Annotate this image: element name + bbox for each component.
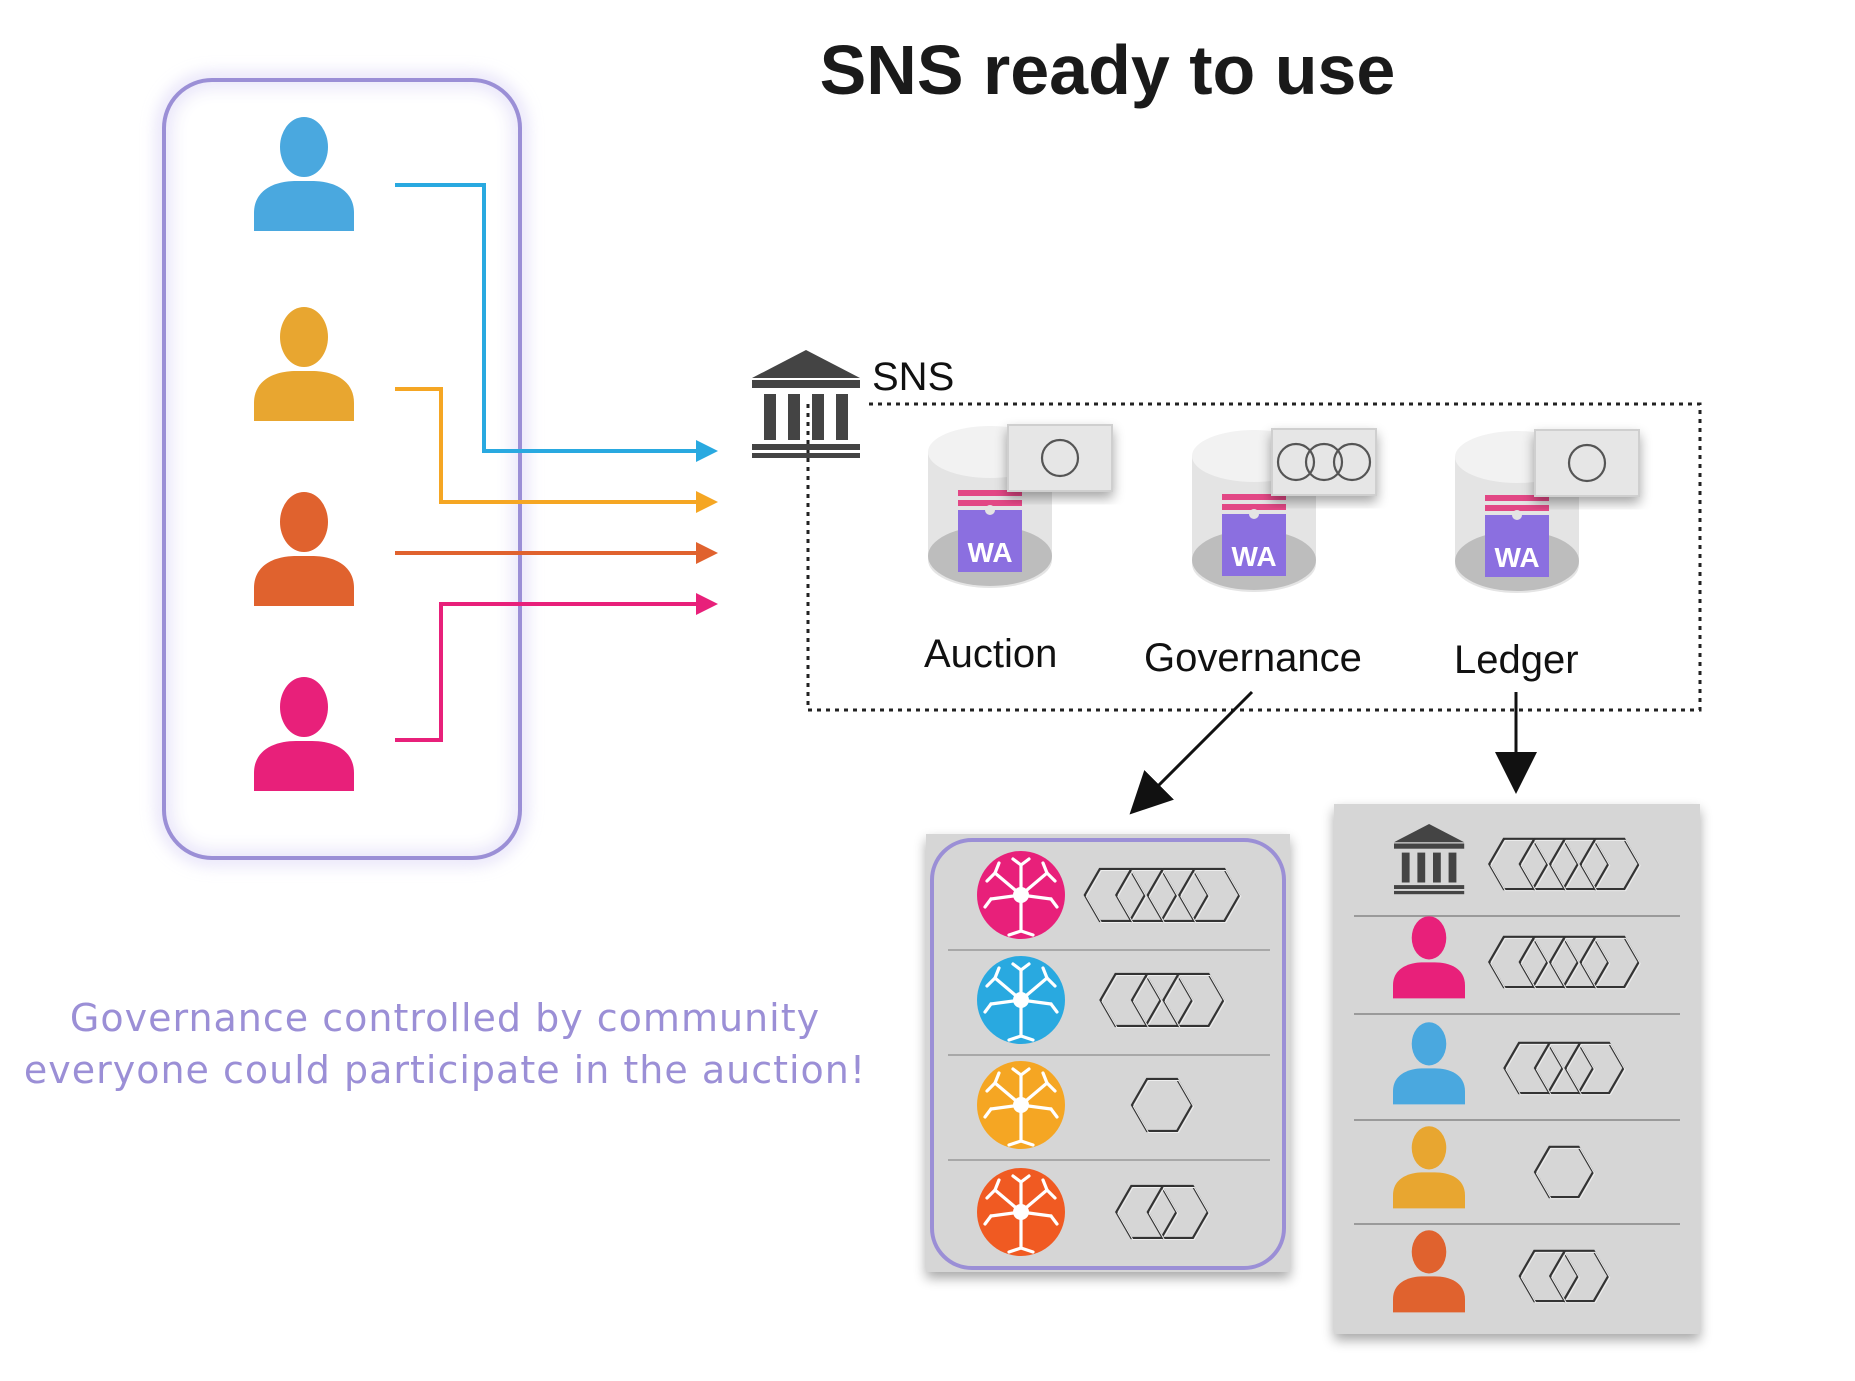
token-icon [1518, 935, 1580, 989]
wasm-badge [1222, 514, 1286, 576]
bank-icon [1394, 824, 1465, 895]
user-icon-2 [254, 307, 354, 421]
token-icon [1130, 972, 1194, 1028]
sns-label: SNS [872, 355, 954, 399]
user-icon-1 [254, 117, 354, 231]
ledger-table [1334, 804, 1700, 1334]
token-icon [1579, 935, 1640, 989]
caption-line-2: everyone could participate in the auctio… [23, 1048, 867, 1092]
token-icon [1083, 867, 1147, 923]
token-stack [1518, 1249, 1611, 1304]
token-stack [1488, 837, 1641, 892]
canister-governance: WA [1192, 428, 1377, 592]
governance-row [948, 956, 1270, 1056]
token-card [1534, 429, 1640, 497]
connector-user-1 [395, 183, 700, 453]
token-icon [1099, 972, 1162, 1028]
token-stack [1130, 1077, 1195, 1133]
canister-label-auction: Auction [924, 632, 1058, 676]
ledger-row [1354, 1022, 1680, 1121]
token-stack [1115, 1184, 1210, 1240]
canister-label-governance: Governance [1144, 636, 1362, 680]
token-icon [1548, 935, 1610, 989]
wasm-badge-label: WA [1494, 542, 1539, 573]
arrowhead-user-1 [696, 440, 718, 462]
wasm-badge-label: WA [1231, 541, 1276, 572]
user-icon-3 [254, 492, 354, 606]
user-icon-4 [254, 677, 354, 791]
arrowhead-user-4 [696, 593, 718, 615]
ledger-row [1393, 1230, 1611, 1313]
governance-row [977, 1168, 1210, 1256]
governance-row [948, 851, 1270, 951]
user-connectors [395, 183, 718, 742]
token-icon [1579, 837, 1640, 891]
user-icon [1393, 916, 1465, 999]
ledger-row [1354, 824, 1680, 917]
arrow-governance-to-table [1129, 690, 1254, 815]
token-icon [1533, 1145, 1595, 1199]
user-icon [1393, 1230, 1465, 1313]
token-icon [1146, 867, 1210, 923]
wasm-badge-label: WA [967, 537, 1012, 568]
token-icon [1304, 442, 1344, 482]
neuron-icon [977, 956, 1065, 1044]
neuron-icon [977, 851, 1065, 939]
token-stack [1083, 867, 1242, 923]
user-icon [1393, 1126, 1465, 1209]
token-icon [1115, 1184, 1178, 1240]
token-stack [1099, 972, 1226, 1028]
wasm-badge [1485, 515, 1549, 577]
canister-label-ledger: Ledger [1454, 638, 1579, 682]
user-icon [1393, 1022, 1465, 1105]
canister-auction: WA [928, 424, 1113, 588]
connector-user-4 [395, 602, 700, 742]
token-icon [1178, 867, 1241, 923]
neuron-icon [977, 1168, 1065, 1256]
token-icon [1548, 1249, 1610, 1303]
token-icon [1533, 1041, 1595, 1095]
community-box [162, 78, 522, 860]
token-icon [1040, 438, 1080, 478]
arrowhead-user-3 [696, 542, 718, 564]
token-icon [1488, 837, 1549, 891]
governance-row [948, 1061, 1270, 1161]
token-icon [1115, 867, 1178, 923]
token-icon [1488, 935, 1549, 989]
sns-boundary [806, 402, 1702, 712]
token-icon [1548, 837, 1610, 891]
connector-user-2 [395, 387, 700, 504]
token-icon [1518, 1249, 1580, 1303]
ledger-row [1354, 916, 1680, 1015]
token-card [1271, 428, 1377, 496]
token-icon [1564, 1041, 1625, 1095]
token-icon [1503, 1041, 1564, 1095]
ledger-row [1354, 1126, 1680, 1225]
page-title: SNS ready to use [819, 31, 1396, 109]
token-stack [1533, 1145, 1596, 1200]
bank-icon [752, 350, 860, 458]
token-icon [1162, 972, 1225, 1028]
token-icon [1276, 442, 1316, 482]
neuron-icon [977, 1061, 1065, 1149]
caption-line-1: Governance controlled by community [69, 996, 821, 1040]
token-card [1007, 424, 1113, 492]
token-stack [1488, 935, 1641, 990]
canister-ledger: WA [1455, 429, 1640, 593]
token-icon [1146, 1184, 1210, 1240]
arrowhead-user-2 [696, 491, 718, 513]
community-users [254, 117, 354, 791]
token-icon [1567, 443, 1607, 483]
wasm-badge [958, 510, 1022, 572]
token-icon [1518, 837, 1580, 891]
governance-table [926, 834, 1290, 1272]
token-stack [1503, 1041, 1626, 1096]
caption: Governance controlled by community every… [0, 992, 890, 1096]
token-icon [1130, 1077, 1194, 1133]
token-icon [1332, 442, 1372, 482]
sns-canisters: WA WA WA [928, 424, 1640, 593]
